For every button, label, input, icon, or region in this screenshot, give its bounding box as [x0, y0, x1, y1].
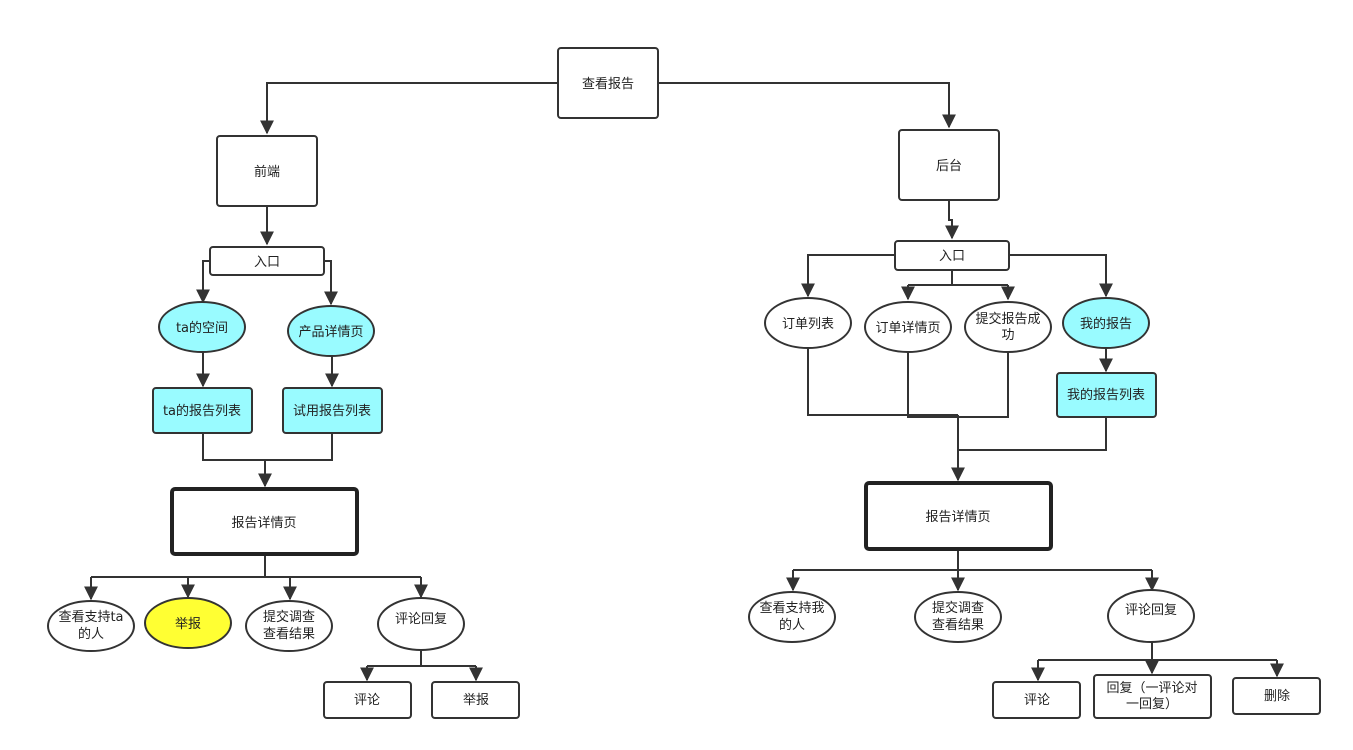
node-be-my-report-list-label: 我的报告列表	[1067, 387, 1145, 403]
node-fe-product-detail-label: 产品详情页	[298, 325, 363, 340]
node-backend: 后台	[898, 129, 1000, 201]
edge-entry-my-report	[1009, 254, 1113, 298]
edge-entry-product-detail	[324, 260, 338, 306]
node-be-report-detail: 报告详情页	[864, 481, 1053, 551]
node-fe-trial-report-list-label: 试用报告列表	[293, 404, 371, 419]
node-be-reply-line1: 回复（一评论对	[1106, 681, 1197, 696]
edge-comment-reply-bus	[420, 651, 476, 667]
node-fe-report-comment-label: 举报	[463, 693, 489, 708]
node-fe-submit-survey-line2: 查看结果	[263, 626, 315, 642]
node-be-submit-survey: 提交调查 查看结果	[914, 591, 1002, 643]
edges	[84, 82, 1284, 680]
node-be-delete-label: 删除	[1264, 689, 1290, 704]
edge-be-comment-reply-bus	[1038, 642, 1277, 661]
node-fe-comment-reply: 评论回复	[377, 597, 465, 651]
node-be-submit-success: 提交报告成 功	[964, 301, 1052, 353]
node-fe-entry: 入口	[209, 246, 325, 276]
node-be-my-report: 我的报告	[1062, 297, 1150, 349]
node-fe-report-detail-label: 报告详情页	[231, 516, 296, 531]
node-fe-comment-label: 评论	[354, 693, 380, 708]
node-be-view-supporters-line2: 的人	[779, 617, 805, 633]
node-be-delete: 删除	[1232, 677, 1321, 715]
node-be-comment-reply-label: 评论回复	[1125, 603, 1177, 618]
node-fe-report: 举报	[144, 597, 232, 649]
node-be-comment-reply: 评论回复	[1107, 589, 1195, 643]
node-fe-ta-report-list: ta的报告列表	[152, 387, 253, 434]
node-be-order-detail-label: 订单详情页	[875, 321, 940, 336]
node-fe-submit-survey-line1: 提交调查	[263, 609, 315, 625]
node-backend-label: 后台	[936, 159, 962, 174]
node-be-submit-success-line1: 提交报告成	[975, 311, 1040, 327]
node-root-label: 查看报告	[582, 76, 634, 92]
node-fe-comment-reply-label: 评论回复	[395, 612, 447, 627]
node-be-report-detail-label: 报告详情页	[925, 510, 990, 525]
node-fe-view-supporters-line2: 的人	[78, 626, 104, 642]
node-fe-report-detail: 报告详情页	[170, 487, 359, 556]
node-fe-entry-label: 入口	[254, 255, 280, 270]
node-fe-report-label: 举报	[175, 617, 201, 632]
edge-to-comment	[367, 665, 421, 680]
node-be-view-supporters: 查看支持我 的人	[748, 591, 836, 643]
edge-root-backend	[659, 82, 956, 129]
node-be-order-list-label: 订单列表	[782, 317, 834, 332]
edge-root-frontend	[260, 82, 558, 135]
node-fe-view-supporters: 查看支持ta 的人	[47, 600, 135, 652]
node-fe-ta-report-list-label: ta的报告列表	[163, 403, 241, 419]
node-root: 查看报告	[557, 47, 659, 119]
node-fe-ta-space: ta的空间	[158, 301, 246, 353]
edge-order-detail-merge	[907, 352, 1009, 418]
edge-lists-merge	[202, 433, 333, 461]
node-fe-view-supporters-line1: 查看支持ta	[58, 609, 123, 625]
node-fe-submit-survey: 提交调查 查看结果	[245, 600, 333, 652]
node-be-entry: 入口	[894, 240, 1010, 271]
node-be-order-list: 订单列表	[764, 297, 852, 349]
edge-my-report-list-merge	[958, 417, 1107, 451]
node-frontend: 前端	[216, 135, 318, 207]
node-be-reply: 回复（一评论对 一回复）	[1093, 674, 1212, 719]
node-be-my-report-label: 我的报告	[1080, 316, 1132, 332]
node-be-order-detail: 订单详情页	[864, 301, 952, 353]
node-fe-product-detail: 产品详情页	[287, 305, 375, 357]
edge-entry-ta-space	[196, 260, 210, 304]
node-be-submit-survey-line2: 查看结果	[932, 617, 984, 633]
edge-order-list-merge	[807, 348, 958, 416]
node-be-submit-success-line2: 功	[1001, 328, 1014, 343]
edge-entry-mid-bus	[908, 270, 1008, 286]
edge-backend-entry	[945, 200, 959, 240]
node-be-submit-survey-line1: 提交调查	[932, 600, 984, 616]
node-fe-report-comment: 举报	[431, 681, 520, 719]
node-be-reply-line2: 一回复）	[1126, 697, 1178, 712]
node-be-view-supporters-line1: 查看支持我	[759, 600, 824, 616]
node-be-my-report-list: 我的报告列表	[1056, 372, 1157, 418]
node-fe-comment: 评论	[323, 681, 412, 719]
node-fe-ta-space-label: ta的空间	[176, 320, 228, 336]
node-frontend-label: 前端	[254, 164, 280, 180]
edge-entry-order-list	[801, 254, 895, 298]
node-fe-trial-report-list: 试用报告列表	[282, 387, 383, 434]
node-be-comment-label: 评论	[1024, 693, 1050, 708]
node-be-comment: 评论	[992, 681, 1081, 719]
node-be-entry-label: 入口	[939, 249, 965, 264]
